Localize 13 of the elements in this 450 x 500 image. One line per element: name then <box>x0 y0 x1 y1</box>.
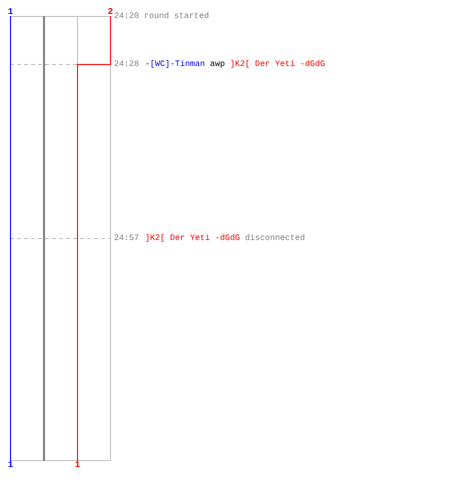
weapon-label: awp <box>210 59 225 69</box>
time-label: 24:20 <box>114 11 139 21</box>
player-name: ]K2[ Der Yeti -dGdG <box>230 59 325 69</box>
player-name: -[WC]-Tinman <box>145 59 205 69</box>
count-label: 1 <box>74 460 80 470</box>
player-name: ]K2[ Der Yeti -dGdG <box>145 233 240 243</box>
time-label: 24:57 <box>114 233 139 243</box>
count-label: 1 <box>8 7 14 17</box>
event-text: round started <box>144 11 209 21</box>
count-label: 1 <box>8 460 14 470</box>
count-label: 2 <box>108 7 114 17</box>
time-label: 24:28 <box>114 59 139 69</box>
event-text: disconnected <box>245 233 305 243</box>
